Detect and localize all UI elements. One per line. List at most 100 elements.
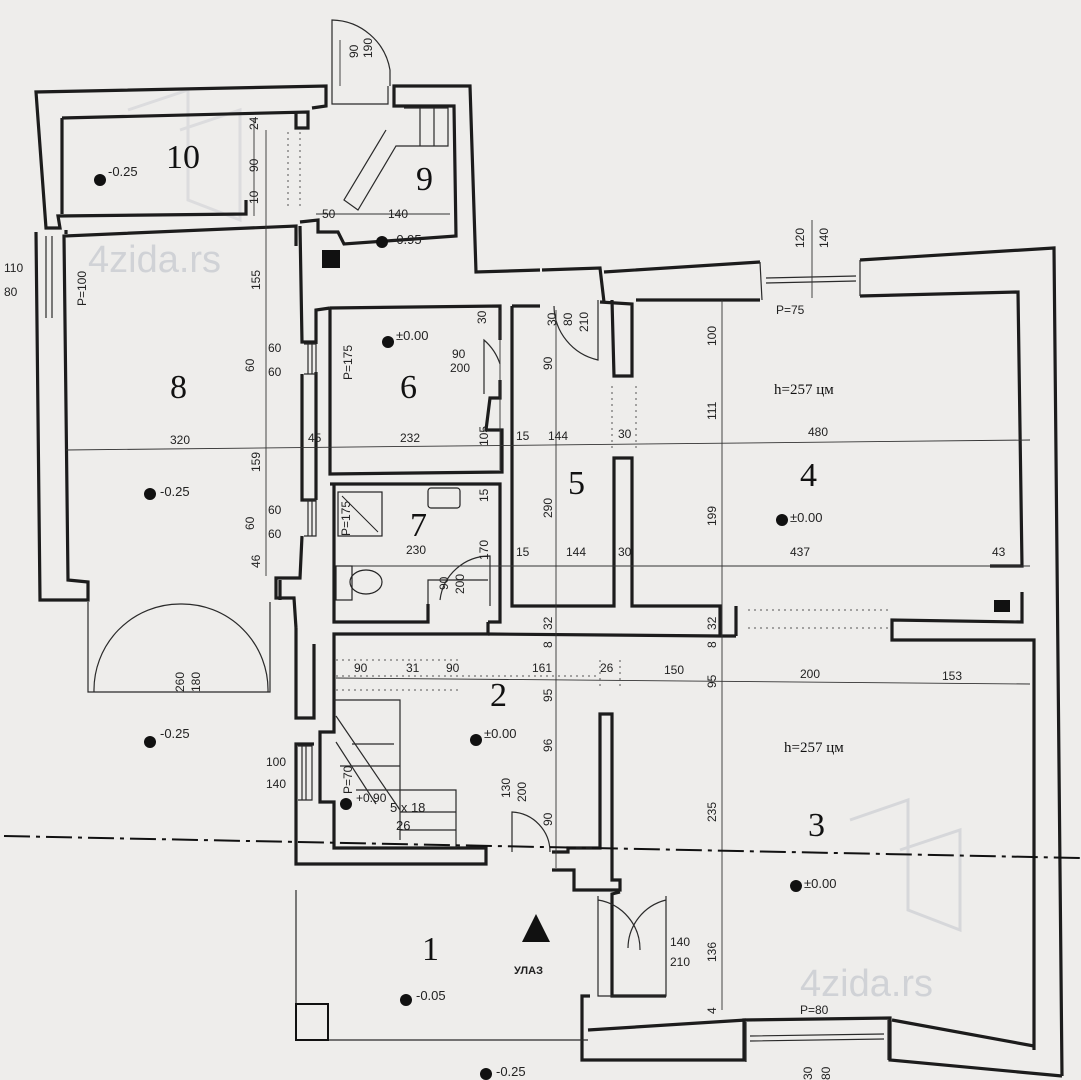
level-markers <box>94 174 802 1080</box>
dim-mid-3: 8 <box>705 641 719 648</box>
dim-r3-0: 235 <box>705 802 719 822</box>
room-3-number: 3 <box>808 807 825 844</box>
dim-r8-3: 159 <box>249 452 263 472</box>
room-1-number: 1 <box>422 931 439 968</box>
room-1-level: -0.05 <box>416 988 446 1003</box>
dim-r2-0: 96 <box>541 738 555 752</box>
dim-r6-0: 30 <box>475 310 489 324</box>
dim-r5-0: 90 <box>541 356 555 370</box>
window-8-label: P=100 <box>75 271 89 306</box>
dotted-lines <box>287 132 890 691</box>
window-4-label: P=75 <box>776 303 805 317</box>
dim-r2-1: 130 <box>499 778 513 798</box>
dim-row3-2: 90 <box>446 661 460 675</box>
dim-row2-4: 43 <box>992 545 1006 559</box>
window-7-label: P=175 <box>339 501 353 536</box>
watermark-logo-bottom <box>849 797 962 933</box>
watermark-text-bottom: 4zida.rs <box>800 963 933 1005</box>
room-3-level: ±0.00 <box>804 876 836 891</box>
window-3-label: P=80 <box>800 1003 829 1017</box>
dimension-texts: 90 190 24 90 10 50 140 110 80 155 60 60 … <box>4 38 1006 1080</box>
dim-r10-1: 90 <box>247 158 261 172</box>
dim-row1-v0: 100 <box>705 326 719 346</box>
dim-bottom-1: 80 <box>819 1066 833 1080</box>
window-2-label: P=70 <box>341 765 355 794</box>
dim-row3-3: 161 <box>532 661 552 675</box>
dim-win2-1: 140 <box>266 777 286 791</box>
dim-r2-3: 90 <box>541 812 555 826</box>
room-5-number: 5 <box>568 465 585 502</box>
dim-r8-5: 60 <box>268 527 282 541</box>
room-10-level: -0.25 <box>108 164 138 179</box>
dim-r6-2: 200 <box>450 361 470 375</box>
dim-mid-0: 32 <box>541 616 555 630</box>
dim-row2-1: 144 <box>566 545 586 559</box>
dim-r4-v0: 199 <box>705 506 719 526</box>
stairs-tread: 26 <box>396 818 410 833</box>
room-9-level: -0.95 <box>392 232 422 247</box>
room-4-height: h=257 цм <box>774 382 834 398</box>
terrace-level: -0.25 <box>160 726 190 741</box>
dim-mid-1: 8 <box>541 641 555 648</box>
dim-row3-v0: 95 <box>541 688 555 702</box>
section-axis <box>3 835 1081 859</box>
dim-bottom-0: 30 <box>801 1066 815 1080</box>
dim-win8-0: 110 <box>4 261 23 275</box>
dim-row1-4: 15 <box>516 429 530 443</box>
dim-row3-5: 150 <box>664 663 684 677</box>
dim-r10-2: 10 <box>247 190 261 204</box>
dim-row3-v1: 95 <box>705 674 719 688</box>
dim-row2-3: 437 <box>790 545 810 559</box>
room-4-number: 4 <box>800 457 817 494</box>
dim-door3-1: 210 <box>670 955 690 969</box>
room-2-level: ±0.00 <box>484 726 516 741</box>
dim-row1-7: 480 <box>808 425 828 439</box>
dim-win2-0: 100 <box>266 755 286 769</box>
dim-terrace-1: 180 <box>189 672 203 692</box>
dim-r10-0: 24 <box>247 116 261 130</box>
dim-row3-0: 90 <box>354 661 368 675</box>
dim-row1-1: 45 <box>308 431 322 445</box>
dim-r3-1: 136 <box>705 942 719 962</box>
dim-r5-1: 290 <box>541 498 555 518</box>
room-4-level: ±0.00 <box>790 510 822 525</box>
fixtures <box>295 250 1010 1041</box>
room-3-height: h=257 цм <box>784 740 844 756</box>
room-8-level: -0.25 <box>160 484 190 499</box>
dim-row3-7: 153 <box>942 669 962 683</box>
dim-r6-4: 80 <box>561 312 575 326</box>
dim-win4-1: 140 <box>817 228 831 248</box>
dim-row1-6: 30 <box>618 427 632 441</box>
dim-r2-2: 200 <box>515 782 529 802</box>
dim-row1-5: 144 <box>548 429 568 443</box>
dim-r8-6: 46 <box>249 554 263 568</box>
dim-r9-0: 50 <box>322 207 336 221</box>
dimension-lines <box>65 40 1031 1010</box>
room-10-number: 10 <box>166 139 200 176</box>
outside-level: -0.25 <box>496 1064 526 1079</box>
stair-level: +0.90 <box>356 791 387 805</box>
dim-row2-0: 15 <box>516 545 530 559</box>
dim-door3-0: 140 <box>670 935 690 949</box>
dim-row1-2: 232 <box>400 431 420 445</box>
stairs-steps: 5 x 18 <box>390 800 425 815</box>
dim-r7-4: 200 <box>453 574 467 594</box>
room-2-number: 2 <box>490 677 507 714</box>
dim-row1-3: 105 <box>477 426 491 446</box>
dim-terrace-0: 260 <box>173 672 187 692</box>
watermark-text-top: 4zida.rs <box>88 239 221 281</box>
dim-row3-1: 31 <box>406 661 420 675</box>
dim-row3-6: 200 <box>800 667 820 681</box>
dim-row1-v1: 111 <box>705 401 719 420</box>
entrance-label: УЛАЗ <box>514 965 543 977</box>
room-7-number: 7 <box>410 507 427 544</box>
dim-r8-2: 60 <box>268 365 282 379</box>
dim-r8-0: 155 <box>249 270 263 290</box>
dim-row1-0: 320 <box>170 433 190 447</box>
dim-row2-2: 30 <box>618 545 632 559</box>
dim-mid-2: 32 <box>705 616 719 630</box>
dim-r7-1: 15 <box>477 488 491 502</box>
dim-top-door-1: 190 <box>361 38 375 58</box>
dim-row3-4: 26 <box>600 661 614 675</box>
